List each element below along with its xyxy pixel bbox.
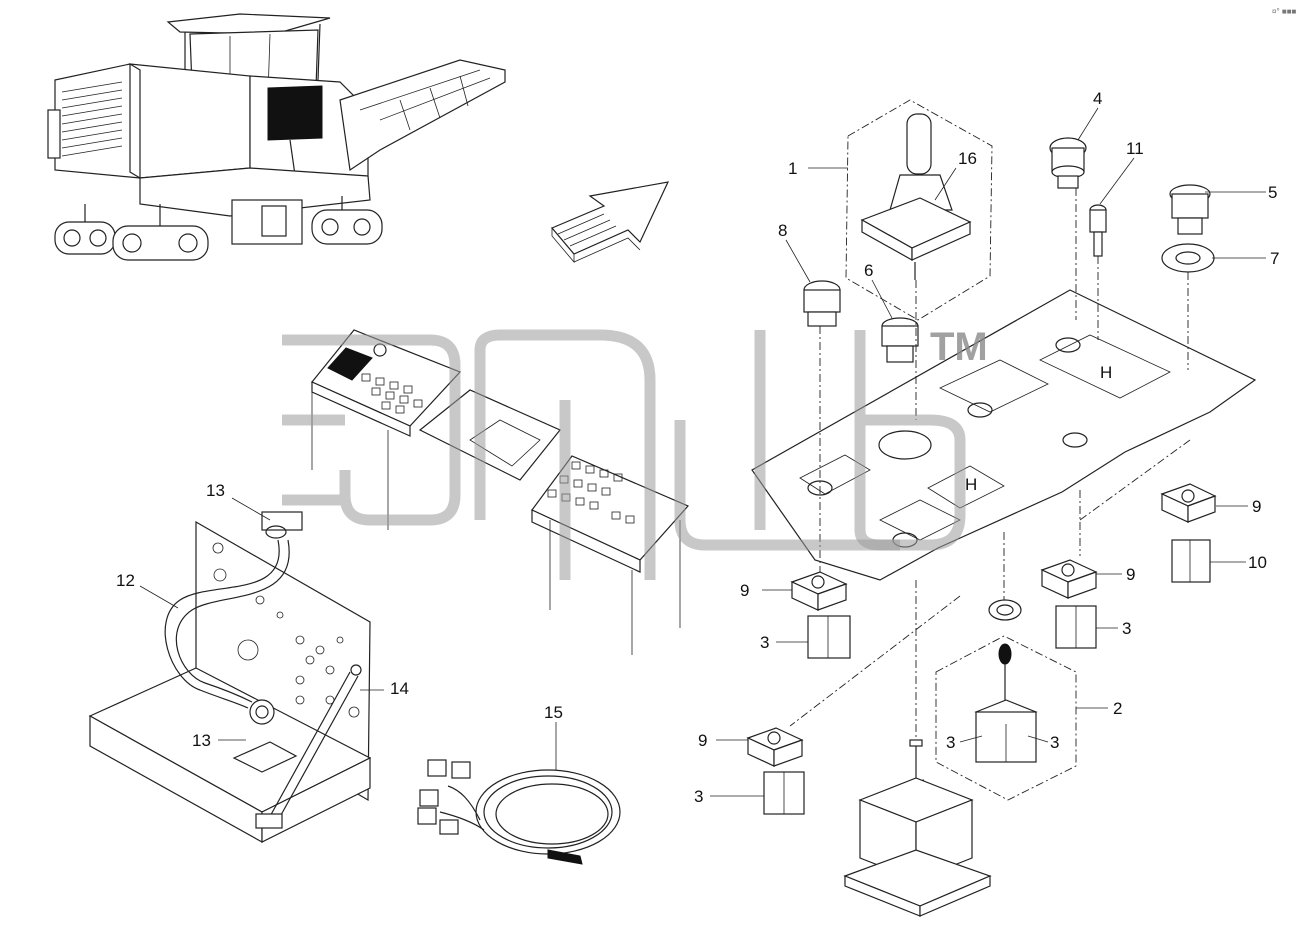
callout-7: 7 — [1270, 249, 1279, 268]
callout-3: 3 — [760, 633, 769, 652]
switch-10 — [1171, 539, 1211, 583]
callout-9: 9 — [1126, 565, 1135, 584]
track-units — [54, 196, 383, 261]
mounting-plate: H H — [751, 289, 1257, 581]
joystick-2 — [974, 643, 1038, 763]
watermark: TM — [282, 325, 988, 580]
machine-overview — [47, 13, 506, 261]
button-5 — [1169, 184, 1211, 235]
callout-14: 14 — [390, 679, 409, 698]
cable-harness — [417, 759, 621, 865]
dash-guides — [789, 188, 1191, 740]
ring-nut — [988, 599, 1022, 621]
assembly-outline-1 — [845, 99, 993, 321]
direction-arrow — [551, 181, 670, 264]
callout-3: 3 — [946, 733, 955, 752]
button-8 — [803, 280, 841, 327]
callout-9: 9 — [1252, 497, 1261, 516]
switch-3-low — [763, 771, 805, 815]
toolbox-assembly — [88, 511, 372, 844]
callout-16: 16 — [958, 149, 977, 168]
svg-text:H: H — [1100, 363, 1112, 382]
callout-3: 3 — [1122, 619, 1131, 638]
callout-9: 9 — [740, 581, 749, 600]
callout-4: 4 — [1093, 89, 1102, 108]
leader-lines — [139, 107, 1266, 797]
callout-8: 8 — [778, 221, 787, 240]
callout-10: 10 — [1248, 553, 1267, 572]
lamp-11 — [1089, 204, 1107, 257]
svg-text:TM: TM — [930, 325, 988, 369]
callout-12: 12 — [116, 571, 135, 590]
callout-6: 6 — [864, 261, 873, 280]
callout-15: 15 — [544, 703, 563, 722]
svg-text:H: H — [965, 475, 977, 494]
callout-11: 11 — [1126, 139, 1144, 158]
callout-9: 9 — [698, 731, 707, 750]
contact-holder-9-upper — [1160, 483, 1217, 523]
washer-7 — [1161, 243, 1215, 273]
callout-13: 13 — [206, 481, 225, 500]
callout-3: 3 — [1050, 733, 1059, 752]
switch-3-mid — [1055, 605, 1097, 649]
contact-holder-9-left — [790, 571, 848, 611]
callout-13: 13 — [192, 731, 211, 750]
callout-5: 5 — [1268, 183, 1277, 202]
assembly-outline-2 — [935, 635, 1077, 801]
control-console — [311, 329, 690, 655]
corner-mark: ¤° ■■■ — [1272, 7, 1297, 16]
button-6 — [881, 317, 919, 363]
callout-1: 1 — [788, 159, 797, 178]
indicator-lamp-4 — [1049, 137, 1087, 189]
joystick-base — [843, 739, 992, 917]
contact-holder-9-low — [746, 727, 804, 767]
joystick-16 — [860, 113, 972, 280]
callout-labels: 1 2 3 3 3 3 3 4 5 6 7 8 9 9 9 9 10 11 12… — [116, 89, 1279, 806]
switch-3-left — [807, 615, 851, 659]
contact-holder-9-mid — [1040, 559, 1098, 599]
callout-3: 3 — [694, 787, 703, 806]
callout-2: 2 — [1113, 699, 1122, 718]
